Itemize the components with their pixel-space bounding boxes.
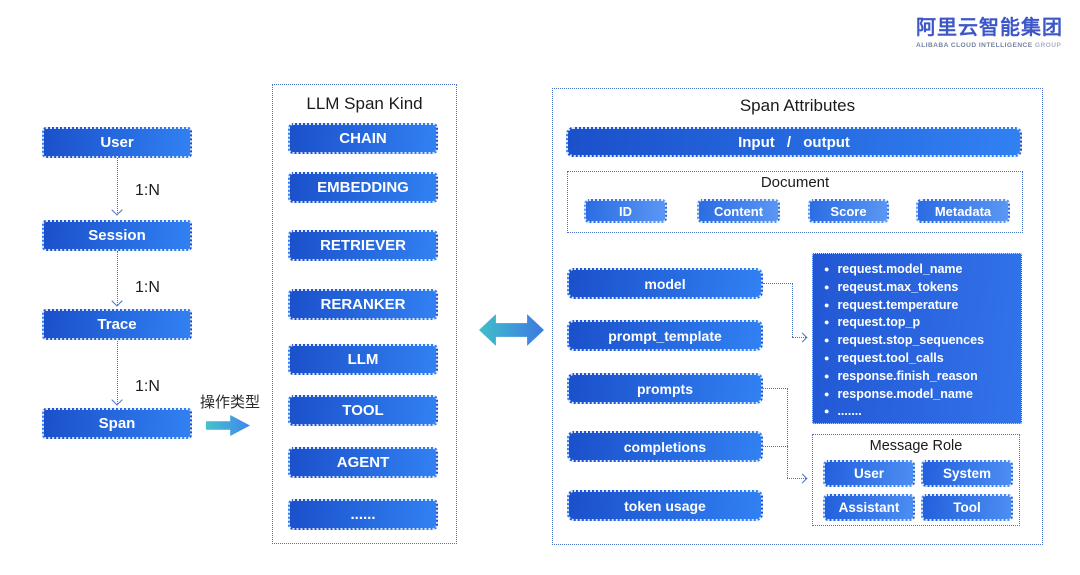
connector-role-h2	[787, 478, 806, 479]
attr-request-temperature: request.temperature	[824, 297, 1017, 315]
logo-chinese-text: 阿里云智能集团	[916, 17, 1063, 39]
logo-en-main: ALIBABA CLOUD INTELLIGENCE	[916, 42, 1033, 49]
connector-trace-span	[117, 341, 118, 404]
attr-response-finish-reason: response.finish_reason	[824, 368, 1017, 386]
model-attributes-list: request.model_name reqeust.max_tokens re…	[812, 253, 1022, 424]
kind-reranker: RERANKER	[288, 289, 438, 320]
kind-llm: LLM	[288, 344, 438, 375]
connector-model-h2	[792, 337, 806, 338]
kind-agent: AGENT	[288, 447, 438, 478]
attr-request-max-tokens: reqeust.max_tokens	[824, 279, 1017, 297]
role-system: System	[921, 460, 1013, 487]
kind-chain: CHAIN	[288, 123, 438, 154]
node-trace: Trace	[42, 309, 192, 340]
attr-request-top-p: request.top_p	[824, 314, 1017, 332]
doc-score: Score	[808, 199, 889, 223]
connector-model-v	[792, 283, 793, 337]
llm-span-kind-panel	[272, 84, 457, 544]
field-prompt-template: prompt_template	[567, 320, 763, 351]
message-role-panel	[812, 434, 1020, 526]
arrowhead-session-trace	[111, 295, 123, 307]
kind-more: ......	[288, 499, 438, 530]
attr-request-stop-sequences: request.stop_sequences	[824, 332, 1017, 350]
connector-model-h	[763, 283, 793, 284]
input-output-bar: Input / output	[566, 127, 1022, 157]
node-user: User	[42, 127, 192, 158]
field-completions: completions	[567, 431, 763, 462]
doc-content: Content	[697, 199, 780, 223]
edge-label-3: 1:N	[135, 378, 160, 395]
bidirectional-arrow-icon	[479, 314, 544, 346]
document-title: Document	[760, 174, 830, 191]
doc-id: ID	[584, 199, 667, 223]
edge-label-1: 1:N	[135, 182, 160, 199]
field-model: model	[567, 268, 763, 299]
role-assistant: Assistant	[823, 494, 915, 521]
connector-role-v	[787, 388, 788, 478]
span-attributes-title: Span Attributes	[739, 96, 856, 115]
node-session: Session	[42, 220, 192, 251]
doc-metadata: Metadata	[916, 199, 1010, 223]
field-prompts: prompts	[567, 373, 763, 404]
arrowhead-user-session	[111, 204, 123, 216]
attr-response-model-name: response.model_name	[824, 386, 1017, 404]
role-user: User	[823, 460, 915, 487]
attr-more: .......	[824, 403, 1017, 421]
message-role-title: Message Role	[869, 438, 963, 454]
connector-session-trace	[117, 251, 118, 305]
connector-prompts-h	[763, 388, 788, 389]
node-span: Span	[42, 408, 192, 439]
connector-user-session	[117, 158, 118, 213]
kind-retriever: RETRIEVER	[288, 230, 438, 261]
attr-request-tool-calls: request.tool_calls	[824, 350, 1017, 368]
span-attributes-panel	[552, 88, 1043, 545]
operation-type-label: 操作类型	[200, 394, 261, 411]
kind-embedding: EMBEDDING	[288, 172, 438, 203]
alibaba-cloud-logo: 阿里云智能集团 ALIBABA CLOUD INTELLIGENCE GROUP	[916, 11, 1068, 49]
llm-span-kind-title: LLM Span Kind	[306, 94, 423, 113]
operation-arrow-icon	[206, 415, 250, 436]
role-tool: Tool	[921, 494, 1013, 521]
arrowhead-trace-span	[111, 394, 123, 406]
logo-en-group: GROUP	[1034, 42, 1062, 49]
logo-english-text: ALIBABA CLOUD INTELLIGENCE GROUP	[916, 42, 1068, 49]
connector-completions-h	[763, 446, 788, 447]
attr-request-model-name: request.model_name	[824, 261, 1017, 279]
field-token-usage: token usage	[567, 490, 763, 521]
edge-label-2: 1:N	[135, 279, 160, 296]
document-panel	[567, 171, 1023, 233]
kind-tool: TOOL	[288, 395, 438, 426]
